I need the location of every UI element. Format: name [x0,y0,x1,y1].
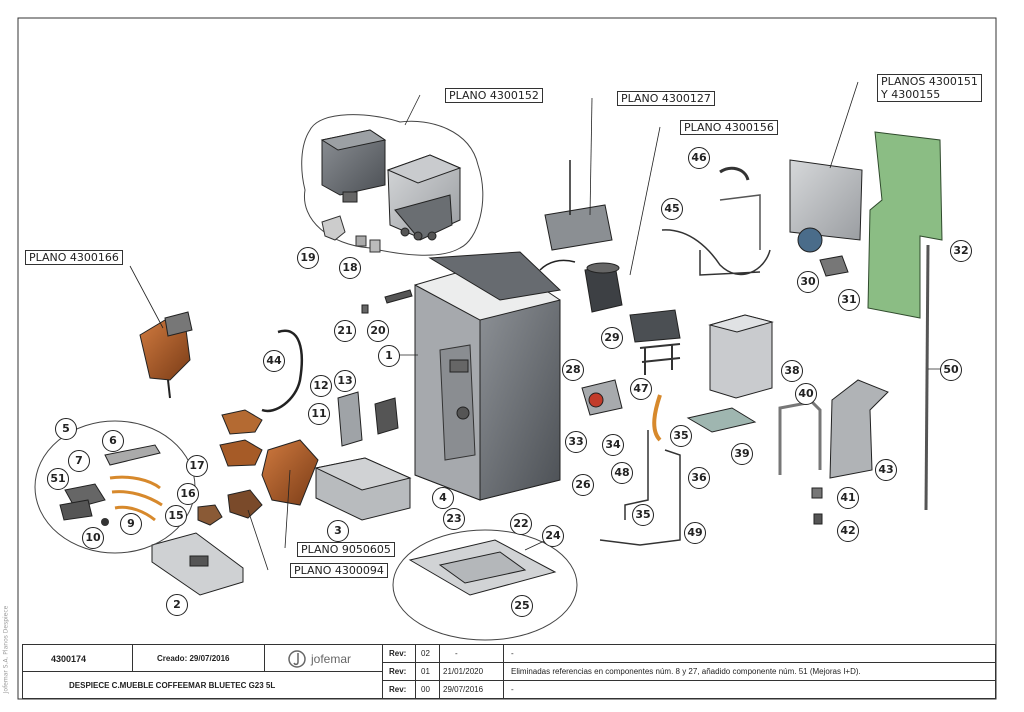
callout-19: 19 [297,247,319,269]
callout-17: 17 [186,455,208,477]
plano-label-4300156: PLANO 4300156 [680,120,778,135]
rev-divider-1 [415,645,416,698]
callout-31: 31 [838,289,860,311]
rev-number: 00 [421,685,430,694]
callout-10: 10 [82,527,104,549]
callout-3: 3 [327,520,349,542]
rev-text: Eliminadas referencias en componentes nú… [511,667,861,676]
brewer-unit [139,311,193,399]
plano-label-4300166: PLANO 4300166 [25,250,123,265]
callout-49: 49 [684,522,706,544]
callout-18: 18 [339,257,361,279]
callout-15: 15 [165,505,187,527]
callout-12: 12 [310,375,332,397]
callout-4: 4 [432,487,454,509]
callout-7: 7 [68,450,90,472]
rev-row-02: Rev: 02 - - [383,645,995,663]
callout-46: 46 [688,147,710,169]
callout-2: 2 [166,594,188,616]
callout-24: 24 [542,525,564,547]
callout-1: 1 [378,345,400,367]
callout-30: 30 [797,271,819,293]
main-cabinet [414,251,562,501]
callout-50: 50 [940,359,962,381]
jofemar-logo-text: jofemar [311,652,352,666]
drawing-description: DESPIECE C.MUEBLE COFFEEMAR BLUETEC G23 … [69,681,276,690]
callout-40: 40 [795,383,817,405]
rev-label: Rev: [389,649,407,658]
callout-38: 38 [781,360,803,382]
callout-11: 11 [308,403,330,425]
rev-date: 21/01/2020 [443,667,484,676]
plano-label-4300127: PLANO 4300127 [617,91,715,106]
plano-label-4300152: PLANO 4300152 [445,88,543,103]
callout-28: 28 [562,359,584,381]
callout-29: 29 [601,327,623,349]
side-credit: Jofemar S.A. Planos Despiece [2,600,20,710]
callout-25: 25 [511,595,533,617]
callout-35-upper: 35 [670,425,692,447]
plano-label-4300151: PLANOS 4300151 Y 4300155 [877,74,982,102]
callout-51: 51 [47,468,69,490]
callout-26: 26 [572,474,594,496]
rev-row-00: Rev: 00 29/07/2016 - [383,681,995,698]
plano-label-4300151-line1: PLANOS 4300151 [881,75,978,88]
rev-label: Rev: [389,667,407,676]
callout-16: 16 [177,483,199,505]
sheet-border [17,17,997,700]
callout-45: 45 [661,198,683,220]
callout-9: 9 [120,513,142,535]
callout-39: 39 [731,443,753,465]
callout-44: 44 [263,350,285,372]
rev-number: 01 [421,667,430,676]
title-block: 4300174 Creado: 29/07/2016 jofemar DESPI… [22,644,996,699]
drawing-code: 4300174 [51,654,87,664]
callout-20: 20 [367,320,389,342]
jofemar-logo-icon [288,650,306,668]
plano-label-4300094: PLANO 4300094 [290,563,388,578]
callout-22: 22 [510,513,532,535]
callout-34: 34 [602,434,624,456]
rev-divider-2 [439,645,440,698]
callout-21: 21 [334,320,356,342]
created-cell: Creado: 29/07/2016 [133,645,265,672]
callout-33: 33 [565,431,587,453]
callout-47: 47 [630,378,652,400]
callout-13: 13 [334,370,356,392]
rev-date: 29/07/2016 [443,685,484,694]
code-cell: 4300174 [23,645,133,672]
callout-32: 32 [950,240,972,262]
rev-label: Rev: [389,685,407,694]
callout-48: 48 [611,462,633,484]
callout-42: 42 [837,520,859,542]
plano-label-4300151-line2: Y 4300155 [881,88,941,101]
created-date: Creado: 29/07/2016 [157,654,230,663]
rev-text: - [511,685,514,694]
plano-label-9050605: PLANO 9050605 [297,542,395,557]
rev-row-01: Rev: 01 21/01/2020 Eliminadas referencia… [383,663,995,681]
rev-date: - [455,649,458,658]
description-cell: DESPIECE C.MUEBLE COFFEEMAR BLUETEC G23 … [23,672,383,698]
rev-number: 02 [421,649,430,658]
callout-41: 41 [837,487,859,509]
callout-23: 23 [443,508,465,530]
rev-divider-3 [503,645,504,698]
rev-text: - [511,649,514,658]
logo-cell: jofemar [265,645,383,672]
side-credit-text: Jofemar S.A. Planos Despiece [2,605,10,694]
callout-6: 6 [102,430,124,452]
callout-43: 43 [875,459,897,481]
callout-35-lower: 35 [632,504,654,526]
callout-36: 36 [688,467,710,489]
callout-5: 5 [55,418,77,440]
grinder-hoppers [320,129,462,241]
